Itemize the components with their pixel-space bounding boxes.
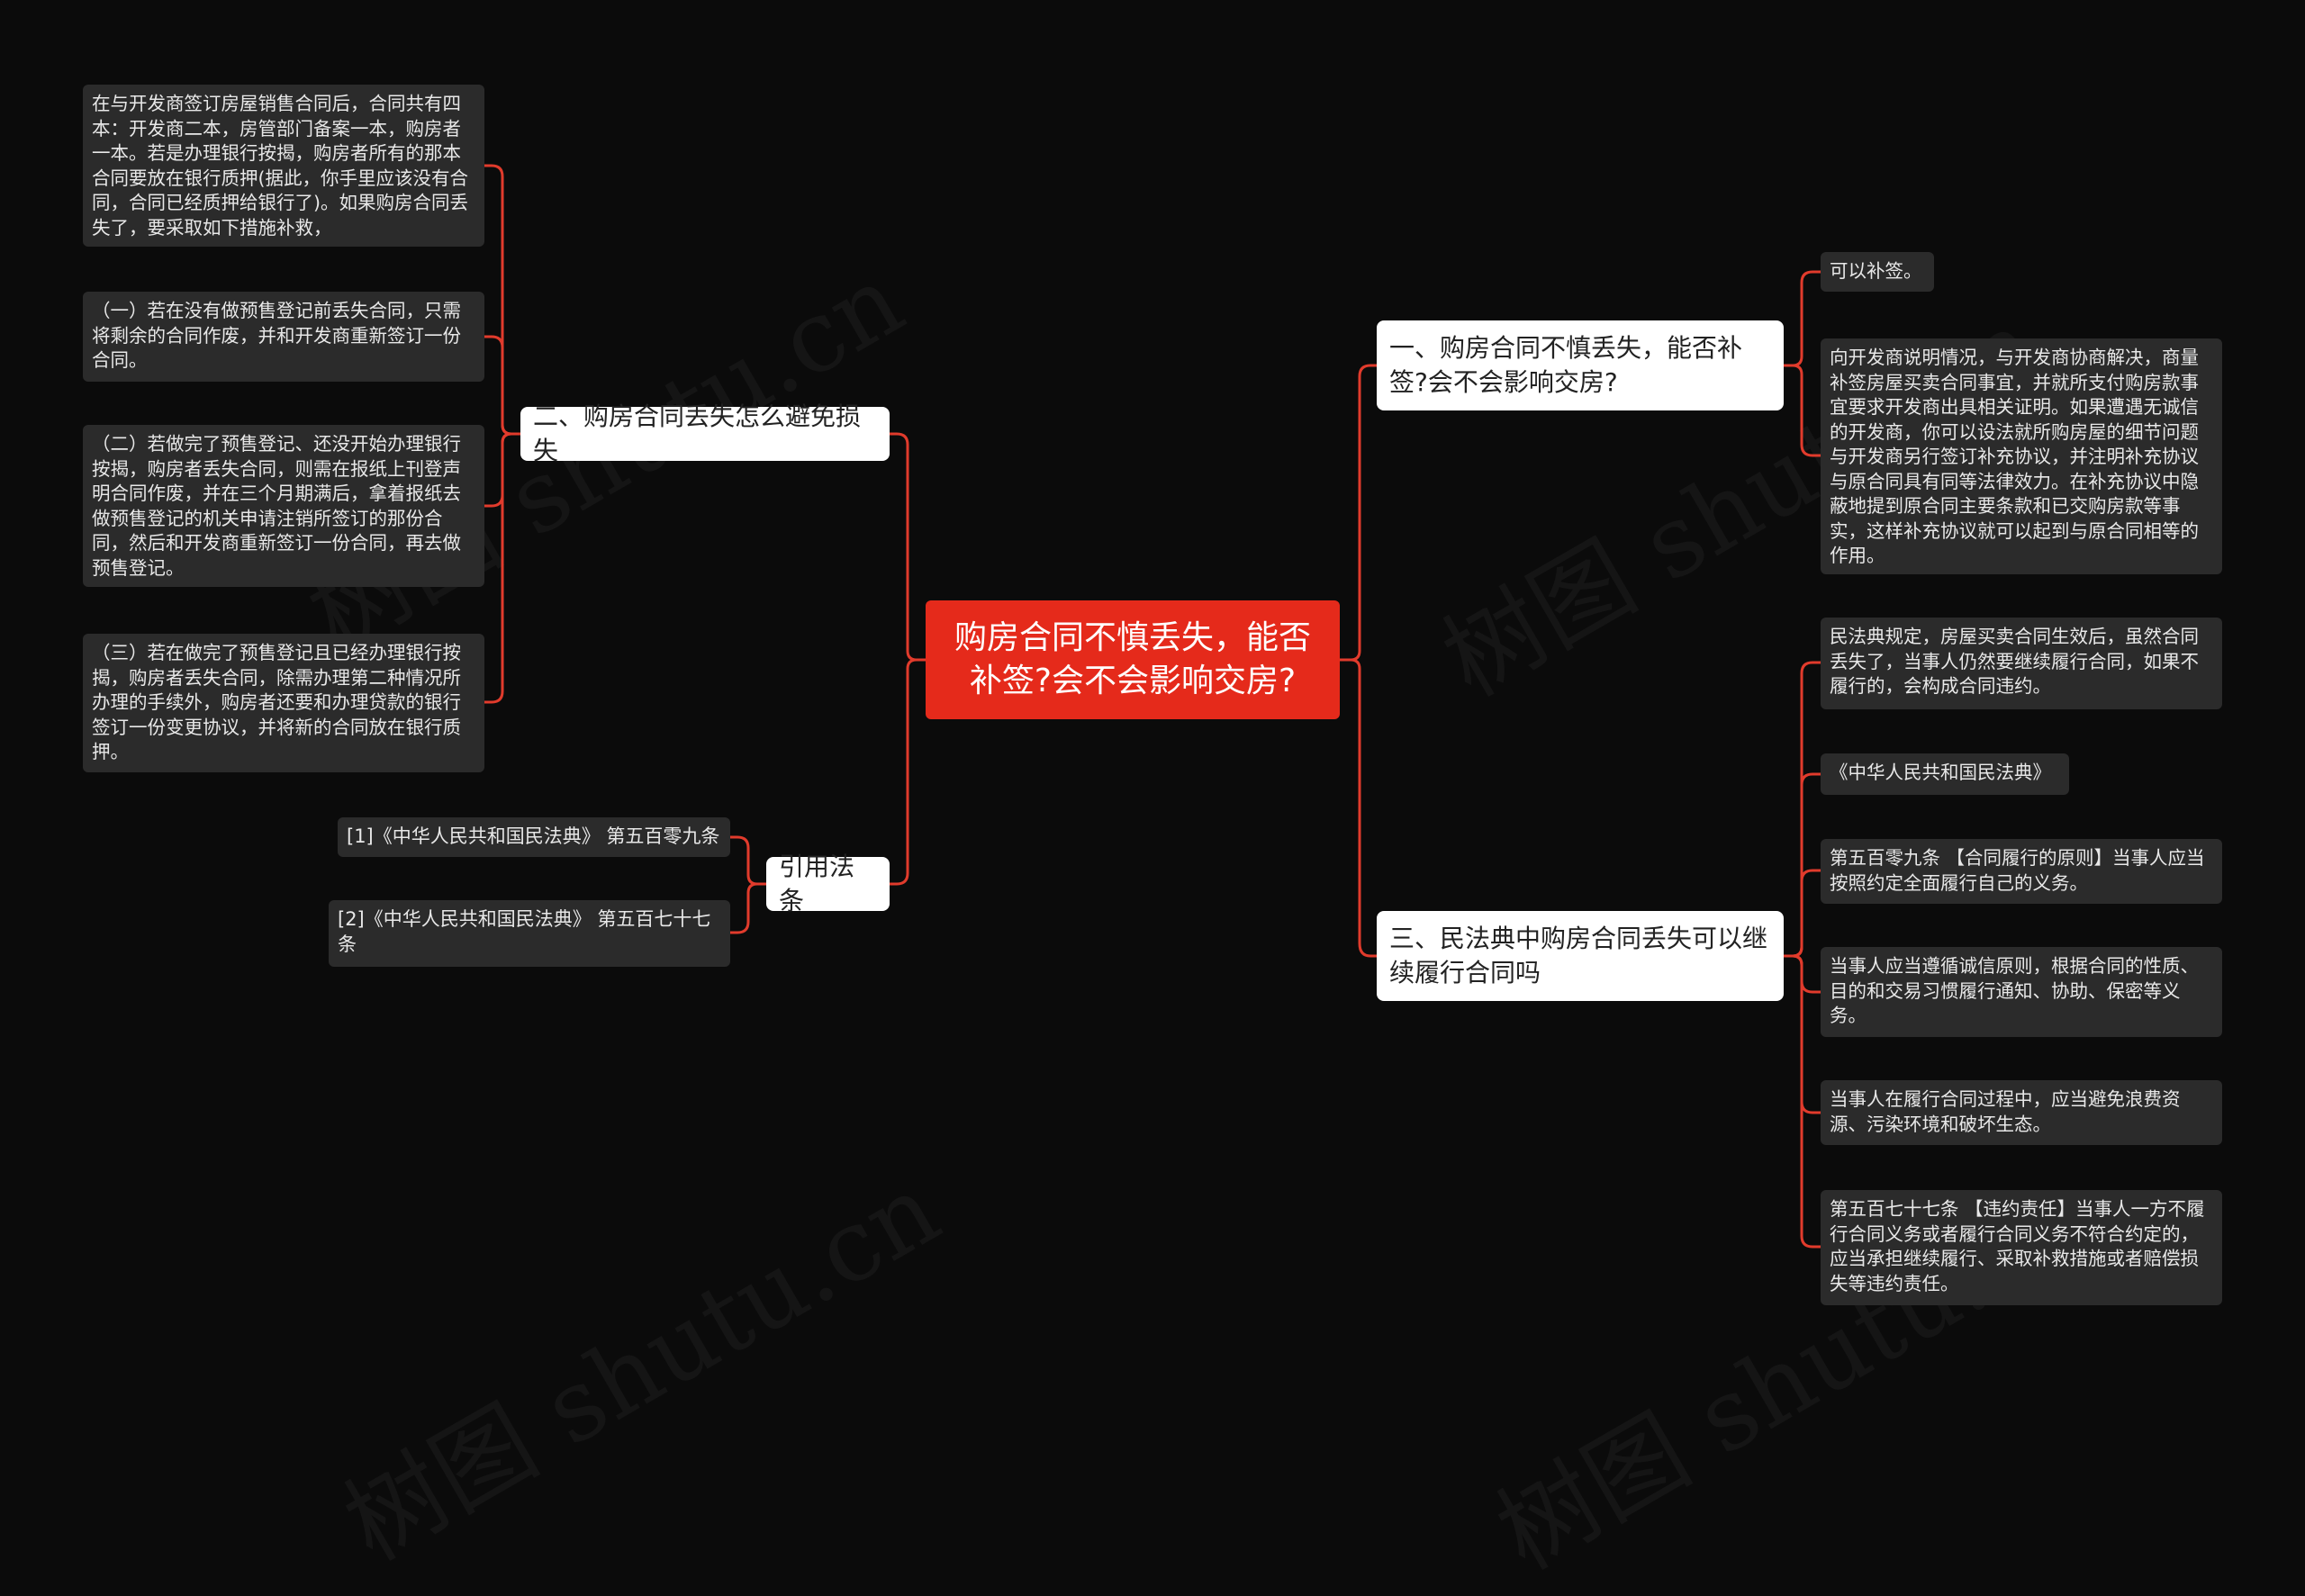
leaf-good-faith[interactable]: 当事人应当遵循诚信原则，根据合同的性质、目的和交易习惯履行通知、协助、保密等义务… bbox=[1821, 947, 2222, 1037]
leaf-text: 民法典规定，房屋买卖合同生效后，虽然合同丢失了，当事人仍然要继续履行合同，如果不… bbox=[1830, 626, 2199, 697]
link-branch2-leaf4 bbox=[484, 432, 520, 704]
link-branch2-leaf2 bbox=[484, 335, 520, 436]
branch-label: 三、民法典中购房合同丢失可以继续履行合同吗 bbox=[1389, 924, 1768, 987]
leaf-environment[interactable]: 当事人在履行合同过程中，应当避免浪费资源、污染环境和破坏生态。 bbox=[1821, 1080, 2222, 1145]
branch-cited-laws[interactable]: 引用法条 bbox=[766, 852, 890, 915]
leaf-civil-code-rule[interactable]: 民法典规定，房屋买卖合同生效后，虽然合同丢失了，当事人仍然要继续履行合同，如果不… bbox=[1821, 618, 2222, 709]
leaf-ref-509[interactable]: [1]《中华人民共和国民法典》 第五百零九条 bbox=[338, 817, 730, 857]
link-branch1-leaf1 bbox=[1784, 270, 1821, 367]
link-root-refs bbox=[890, 658, 926, 886]
leaf-ref-577[interactable]: [2]《中华人民共和国民法典》 第五百七十七条 bbox=[329, 900, 730, 967]
link-branch3-leaf3 bbox=[1784, 869, 1821, 958]
leaf-negotiate[interactable]: 向开发商说明情况，与开发商协商解决，商量补签房屋买卖合同事宜，并就所支付购房款事… bbox=[1821, 338, 2222, 574]
leaf-text: 在与开发商签订房屋销售合同后，合同共有四本：开发商二本，房管部门备案一本，购房者… bbox=[92, 93, 468, 239]
leaf-article-509[interactable]: 第五百零九条 【合同履行的原则】当事人应当按照约定全面履行自己的义务。 bbox=[1821, 839, 2222, 904]
leaf-text: （二）若做完了预售登记、还没开始办理银行按揭，购房者丢失合同，则需在报纸上刊登声… bbox=[92, 433, 461, 579]
leaf-text: （三）若在做完了预售登记且已经办理银行按揭，购房者丢失合同，除需办理第二种情况所… bbox=[92, 642, 461, 762]
leaf-case-two[interactable]: （二）若做完了预售登记、还没开始办理银行按揭，购房者丢失合同，则需在报纸上刊登声… bbox=[83, 425, 484, 587]
link-branch1-leaf2 bbox=[1784, 364, 1821, 457]
leaf-four-copies[interactable]: 在与开发商签订房屋销售合同后，合同共有四本：开发商二本，房管部门备案一本，购房者… bbox=[83, 85, 484, 247]
leaf-text: 向开发商说明情况，与开发商协商解决，商量补签房屋买卖合同事宜，并就所支付购房款事… bbox=[1830, 347, 2199, 566]
leaf-case-three[interactable]: （三）若在做完了预售登记且已经办理银行按揭，购房者丢失合同，除需办理第二种情况所… bbox=[83, 634, 484, 772]
leaf-civil-code-title[interactable]: 《中华人民共和国民法典》 bbox=[1821, 753, 2069, 795]
branch-avoid-loss[interactable]: 二、购房合同丢失怎么避免损失 bbox=[520, 401, 890, 465]
branch-can-resign[interactable]: 一、购房合同不慎丢失，能否补签?会不会影响交房? bbox=[1377, 320, 1784, 410]
leaf-can-resign[interactable]: 可以补签。 bbox=[1821, 252, 1934, 292]
leaf-text: 第五百七十七条 【违约责任】当事人一方不履行合同义务或者履行合同义务不符合约定的… bbox=[1830, 1198, 2205, 1294]
branch-label: 引用法条 bbox=[779, 852, 855, 915]
root-topic[interactable]: 购房合同不慎丢失，能否补签?会不会影响交房? bbox=[926, 600, 1340, 719]
link-refs-leaf2 bbox=[730, 882, 766, 934]
link-root-branch3 bbox=[1340, 658, 1377, 958]
leaf-text: 当事人在履行合同过程中，应当避免浪费资源、污染环境和破坏生态。 bbox=[1830, 1088, 2181, 1135]
connector-lines bbox=[484, 164, 1821, 1249]
link-branch3-leaf6 bbox=[1784, 954, 1821, 1249]
leaf-text: 《中华人民共和国民法典》 bbox=[1830, 762, 2051, 783]
leaf-text: （一）若在没有做预售登记前丢失合同，只需将剩余的合同作废，并和开发商重新签订一份… bbox=[92, 300, 461, 371]
leaf-text: 第五百零九条 【合同履行的原则】当事人应当按照约定全面履行自己的义务。 bbox=[1830, 847, 2205, 894]
leaf-case-one[interactable]: （一）若在没有做预售登记前丢失合同，只需将剩余的合同作废，并和开发商重新签订一份… bbox=[83, 292, 484, 382]
leaf-text: 当事人应当遵循诚信原则，根据合同的性质、目的和交易习惯履行通知、协助、保密等义务… bbox=[1830, 955, 2199, 1026]
branch-label: 一、购房合同不慎丢失，能否补签?会不会影响交房? bbox=[1389, 333, 1743, 397]
link-root-branch1 bbox=[1340, 364, 1377, 662]
branch-civil-code[interactable]: 三、民法典中购房合同丢失可以继续履行合同吗 bbox=[1377, 911, 1784, 1001]
leaf-text: 可以补签。 bbox=[1830, 260, 1922, 282]
branch-label: 二、购房合同丢失怎么避免损失 bbox=[533, 401, 862, 465]
link-refs-leaf1 bbox=[730, 835, 766, 886]
root-topic-label: 购房合同不慎丢失，能否补签?会不会影响交房? bbox=[954, 619, 1311, 699]
leaf-article-577[interactable]: 第五百七十七条 【违约责任】当事人一方不履行合同义务或者履行合同义务不符合约定的… bbox=[1821, 1190, 2222, 1305]
link-root-branch2 bbox=[890, 432, 926, 662]
leaf-text: [2]《中华人民共和国民法典》 第五百七十七条 bbox=[338, 908, 711, 955]
leaf-text: [1]《中华人民共和国民法典》 第五百零九条 bbox=[347, 825, 720, 847]
